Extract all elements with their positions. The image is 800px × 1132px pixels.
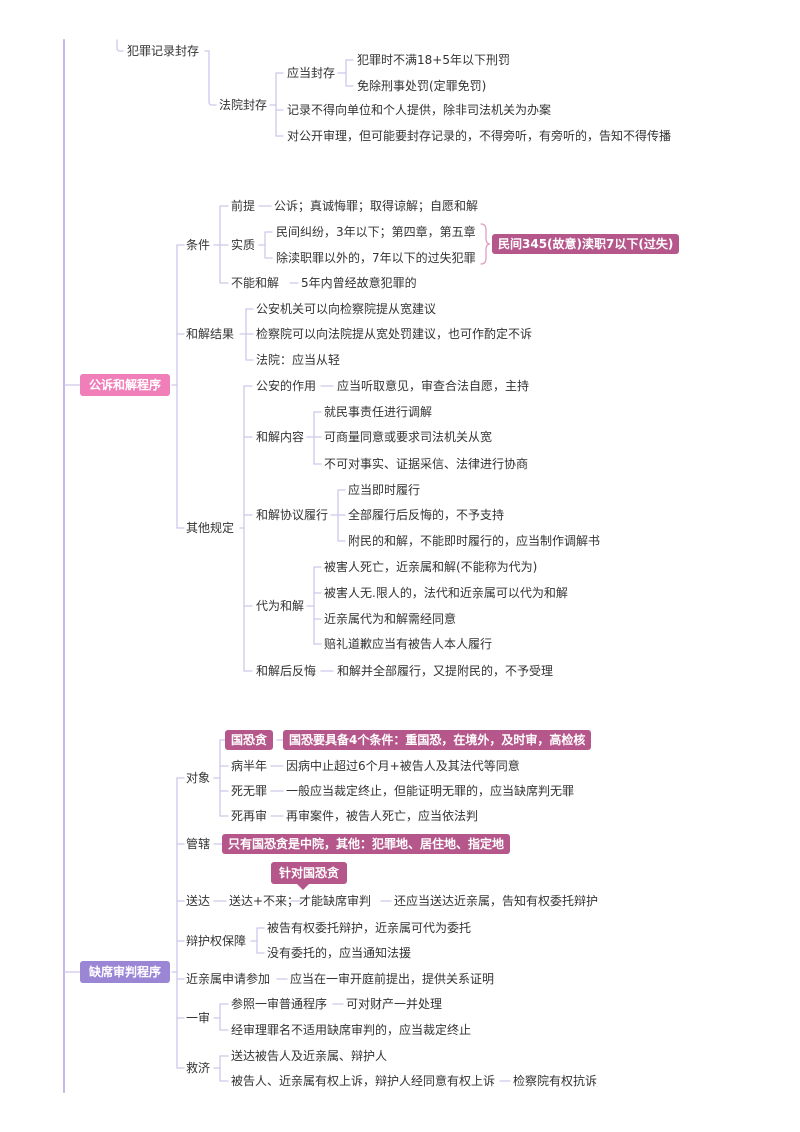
node-relative-apply: 近亲属申请参加 (186, 972, 271, 986)
node-court-seal: 法院封存 (219, 98, 268, 112)
node-dead-innocent-value: 一般应当裁定终止，但能证明无罪的，应当缺席判无罪 (286, 784, 575, 798)
node-agreement-performance: 和解协议履行 (256, 508, 329, 522)
node-proxy-reconcile: 代为和解 (256, 599, 305, 613)
node-first-instance-2: 经审理罪名不适用缺席审判的，应当裁定终止 (231, 1023, 472, 1037)
node-proxy-2: 被害人无.限人的，法代和近亲属可以代为和解 (324, 586, 568, 600)
node-remedy-1: 送达被告人及近亲属、辩护人 (231, 1049, 388, 1063)
node-reconcile-result: 和解结果 (186, 327, 235, 341)
node-result-1: 公安机关可以向检察院提从宽建议 (256, 302, 437, 316)
node-remedy-2-value: 检察院有权抗诉 (513, 1074, 598, 1088)
node-substance: 实质 (231, 238, 256, 252)
node-proxy-1: 被害人死亡，近亲属和解(不能称为代为) (324, 560, 538, 574)
highlight-guokongtan: 国恐贪 (225, 730, 274, 750)
node-defense-1: 被告有权委托辩护，近亲属可代为委托 (267, 921, 472, 935)
node-reconcile-content: 和解内容 (256, 430, 305, 444)
node-performance-3: 附民的和解，不能即时履行的，应当制作调解书 (348, 534, 601, 548)
node-other-rules: 其他规定 (186, 521, 235, 535)
node-relative-apply-value: 应当在一审开庭前提出，提供关系证明 (290, 972, 495, 986)
node-sick-half-year-value: 因病中止超过6个月+被告人及其法代等同意 (286, 759, 520, 773)
node-service-condition: 送达+不来；才能缺席审判 (229, 894, 372, 908)
node-proxy-3: 近亲属代为和解需经同意 (324, 612, 457, 626)
node-police-role: 公安的作用 (256, 379, 317, 393)
node-should-seal: 应当封存 (287, 66, 336, 80)
node-defense-guarantee: 辩护权保障 (186, 934, 247, 948)
highlight-substance-summary: 民间345(故意)渎职7以下(过失) (492, 234, 680, 254)
node-seal-item-2: 免除刑事处罚(定罪免罚) (357, 79, 487, 93)
node-performance-1: 应当即时履行 (348, 483, 421, 497)
node-first-instance-1: 参照一审普通程序 (231, 997, 328, 1011)
node-content-2: 可商量同意或要求司法机关从宽 (324, 430, 493, 444)
node-cannot-reconcile-value: 5年内曾经故意犯罪的 (301, 276, 417, 290)
node-remedy-2: 被告人、近亲属有权上诉，辩护人经同意有权上诉 (231, 1074, 496, 1088)
node-object: 对象 (186, 771, 211, 785)
node-proxy-4: 赔礼道歉应当有被告人本人履行 (324, 637, 493, 651)
node-dead-retrial-value: 再审案件，被告人死亡，应当依法判 (286, 809, 479, 823)
node-public-trial: 对公开审理，但可能要封存记录的，不得旁听，有旁听的，告知不得传播 (287, 129, 672, 143)
node-regret-value: 和解并全部履行，又提附民的，不予受理 (337, 664, 554, 678)
highlight-guokongtan-conditions: 国恐要具备4个条件：重国恐，在境外，及时审，高检核 (283, 730, 592, 750)
root-reconcile-procedure: 公诉和解程序 (80, 374, 171, 396)
root-absentia-procedure: 缺席审判程序 (80, 961, 171, 983)
node-content-1: 就民事责任进行调解 (324, 405, 433, 419)
node-no-provide: 记录不得向单位和个人提供，除非司法机关为办案 (287, 103, 552, 117)
node-substance-2: 除渎职罪以外的，7年以下的过失犯罪 (276, 251, 476, 265)
node-cannot-reconcile: 不能和解 (231, 276, 280, 290)
node-police-role-value: 应当听取意见，审查合法自愿，主持 (337, 379, 530, 393)
node-result-2: 检察院可以向法院提从宽处罚建议，也可作酌定不诉 (256, 327, 533, 341)
node-defense-2: 没有委托的，应当通知法援 (267, 946, 412, 960)
node-sick-half-year: 病半年 (231, 759, 268, 773)
node-result-3: 法院：应当从轻 (256, 353, 341, 367)
node-premise: 前提 (231, 199, 256, 213)
node-premise-value: 公诉；真诚悔罪；取得谅解；自愿和解 (274, 199, 479, 213)
highlight-jurisdiction: 只有国恐贪是中院，其他：犯罪地、居住地、指定地 (222, 834, 511, 854)
node-regret: 和解后反悔 (256, 664, 317, 678)
node-remedy: 救济 (186, 1061, 211, 1075)
node-performance-2: 全部履行后反悔的，不予支持 (348, 508, 505, 522)
node-criminal-record-seal: 犯罪记录封存 (127, 44, 200, 58)
node-first-instance: 一审 (186, 1011, 211, 1025)
node-first-instance-1-value: 可对财产一并处理 (346, 997, 443, 1011)
node-conditions: 条件 (186, 238, 211, 252)
node-substance-1: 民间纠纷，3年以下；第四章，第五章 (276, 225, 476, 239)
node-jurisdiction: 管辖 (186, 837, 211, 851)
node-seal-item-1: 犯罪时不满18+5年以下刑罚 (357, 53, 510, 67)
node-dead-retrial: 死再审 (231, 809, 268, 823)
node-service-result: 还应当送达近亲属，告知有权委托辩护 (394, 894, 599, 908)
node-service: 送达 (186, 894, 211, 908)
node-dead-innocent: 死无罪 (231, 784, 268, 798)
node-content-3: 不可对事实、证据采信、法律进行协商 (324, 457, 529, 471)
callout-target-guokongtan: 针对国恐贪 (271, 862, 348, 890)
